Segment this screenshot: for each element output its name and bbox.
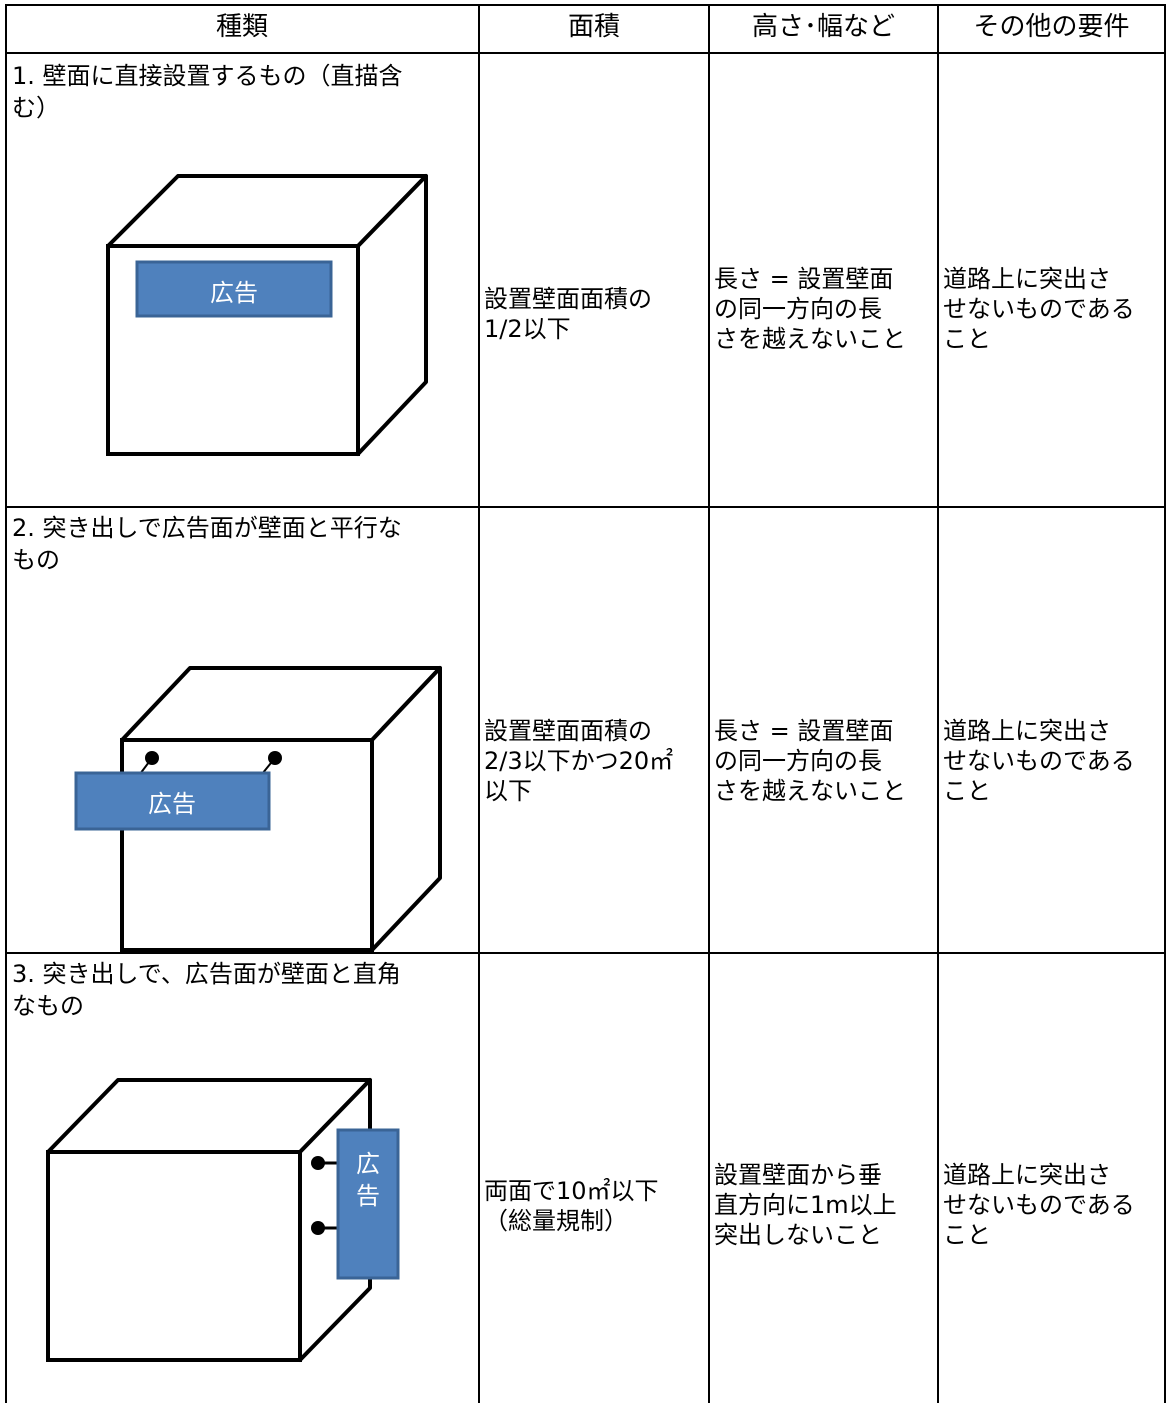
bracket-bolt-upper xyxy=(311,1156,325,1170)
column-line-2 xyxy=(708,4,710,1403)
sign-panel xyxy=(74,771,271,831)
row2-size: 長さ = 設置壁面 の同一方向の長 さを越えないこと xyxy=(714,717,906,805)
sign-label-char-1: 広 xyxy=(356,1150,380,1178)
row1-size: 長さ = 設置壁面 の同一方向の長 さを越えないこと xyxy=(714,265,906,353)
column-line-3 xyxy=(937,4,939,1403)
bracket-bolt-lower xyxy=(311,1221,325,1235)
row1-type-title: 1. 壁面に直接設置するもの（直描含 む） xyxy=(12,62,403,122)
row3-projecting-perpendicular-sign-illustration: 広 告 xyxy=(46,1078,400,1362)
row2-projecting-parallel-sign-illustration: 広告 xyxy=(74,666,442,952)
header-type: 種類 xyxy=(215,12,268,42)
bracket-bolt-left xyxy=(145,751,159,765)
header-other: その他の要件 xyxy=(973,12,1130,42)
sign-panel-vertical xyxy=(336,1128,400,1280)
row3-other: 道路上に突出さ せないものである こと xyxy=(943,1161,1135,1249)
column-line-right xyxy=(1164,4,1166,1403)
row1-area: 設置壁面面積の 1/2以下 xyxy=(484,285,652,343)
row2-other: 道路上に突出さ せないものである こと xyxy=(943,717,1135,805)
row-divider-2 xyxy=(5,952,1166,954)
table-header-divider xyxy=(5,52,1166,54)
row2-type-title: 2. 突き出しで広告面が壁面と平行な もの xyxy=(12,514,402,574)
row3-size: 設置壁面から垂 直方向に1m以上 突出しないこと xyxy=(714,1161,897,1249)
cube-front-face xyxy=(46,1150,302,1362)
sign-label: 広告 xyxy=(210,279,258,307)
row1-wall-sign-illustration: 広告 xyxy=(106,174,428,456)
row3-type-title: 3. 突き出しで、広告面が壁面と直角 なもの xyxy=(12,960,401,1020)
column-line-left xyxy=(5,4,7,1403)
sign-label: 広告 xyxy=(148,790,196,818)
row2-area: 設置壁面面積の 2/3以下かつ20㎡ 以下 xyxy=(484,717,674,805)
column-line-1 xyxy=(478,4,480,1403)
bracket-bolt-right xyxy=(268,751,282,765)
header-area: 面積 xyxy=(567,12,620,42)
row1-other: 道路上に突出さ せないものである こと xyxy=(943,265,1135,353)
sign-panel xyxy=(135,260,333,318)
header-size: 高さ･幅など xyxy=(751,12,895,42)
row-divider-1 xyxy=(5,506,1166,508)
table-border-top xyxy=(5,4,1166,6)
sign-label-char-2: 告 xyxy=(356,1182,380,1210)
row3-area: 両面で10㎡以下 （総量規制） xyxy=(484,1177,659,1235)
